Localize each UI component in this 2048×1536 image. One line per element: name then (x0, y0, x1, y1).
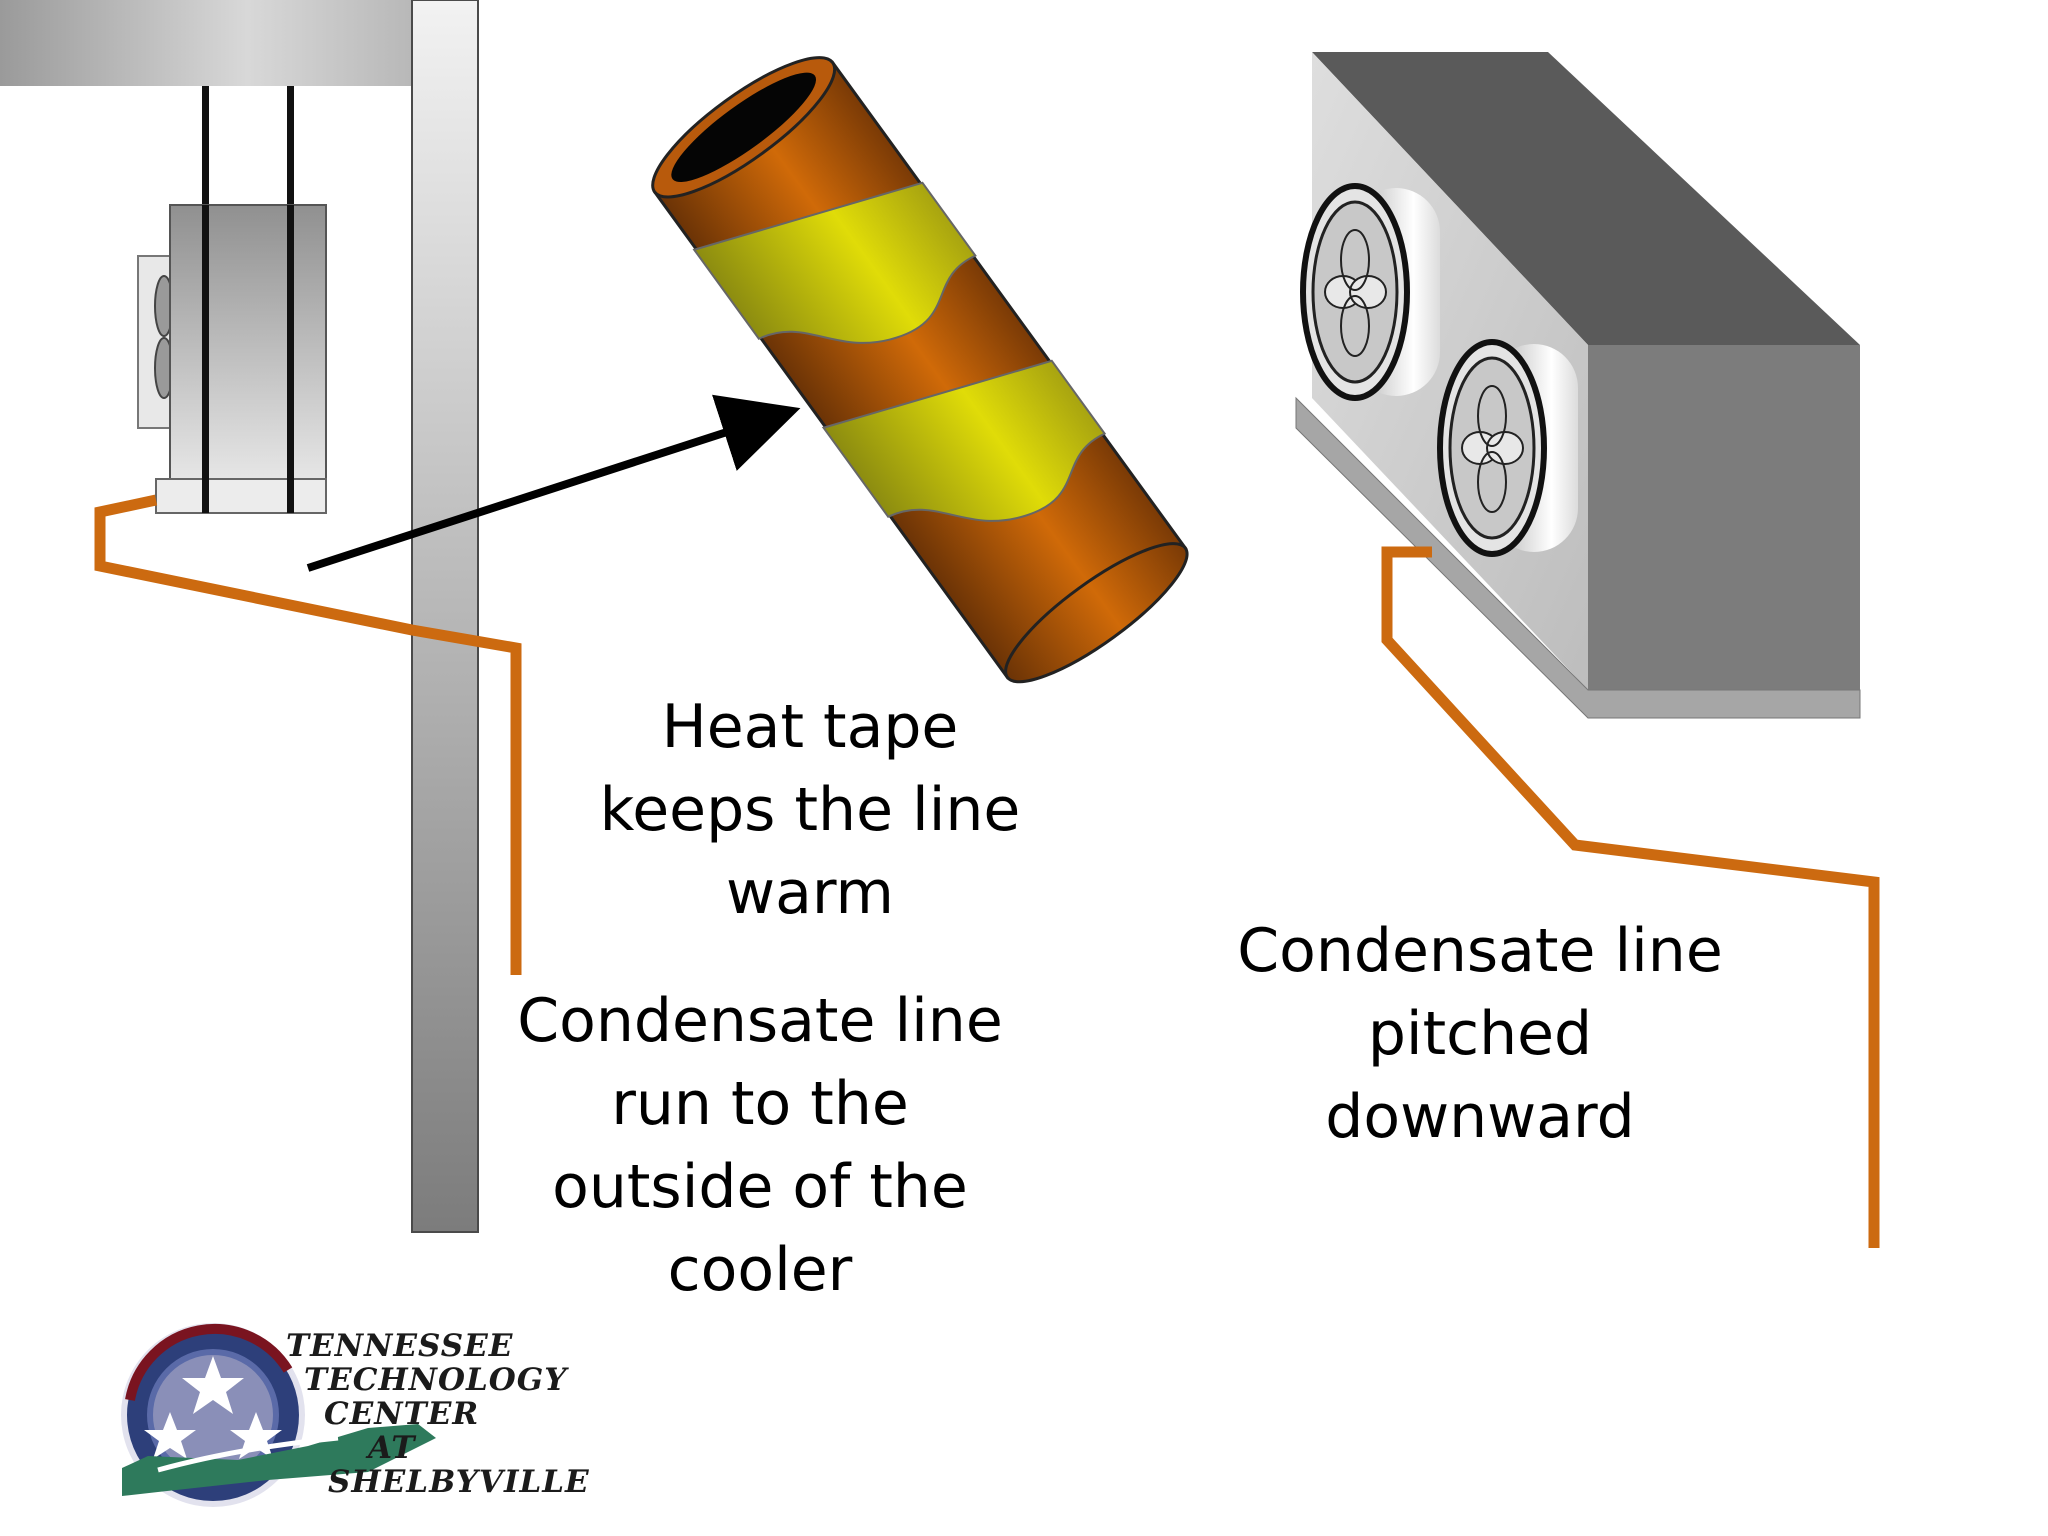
caption-line: Condensate line (517, 986, 1003, 1056)
logo-emblem (121, 1323, 436, 1507)
caption-line: downward (1325, 1082, 1635, 1152)
caption-line: pitched (1367, 999, 1593, 1069)
ceiling-beam (0, 0, 412, 86)
condensate-outside-caption: Condensate line run to the outside of th… (480, 980, 1040, 1312)
logo-line: SHELBYVILLE (328, 1464, 590, 1500)
logo-line: AT (368, 1430, 416, 1466)
star-icon (182, 1356, 244, 1414)
caption-line: run to the (611, 1069, 909, 1139)
hanger-rod-right (287, 205, 294, 513)
unit-top (1312, 52, 1860, 345)
fan-blade-icon (1477, 451, 1507, 513)
unit-side-face (1588, 345, 1860, 690)
fan-blade-icon (1340, 295, 1370, 357)
caption-line: keeps the line (599, 775, 1021, 845)
heat-tape-caption: Heat tape keeps the line warm (560, 686, 1060, 935)
logo-line: CENTER (324, 1396, 480, 1432)
caption-line: warm (726, 858, 894, 928)
caption-line: Condensate line (1237, 916, 1723, 986)
logo-line: TECHNOLOGY (304, 1362, 568, 1398)
fan-blade-icon (1349, 275, 1387, 309)
logo-line: TENNESSEE (286, 1328, 514, 1364)
fan-blade-icon (1486, 431, 1524, 465)
heat-tape-wrap-lower (821, 359, 1107, 522)
condensate-line-right (1381, 546, 1880, 1248)
star-icon (144, 1412, 196, 1459)
caption-line: cooler (667, 1235, 853, 1305)
copper-pipe-bore (671, 72, 817, 182)
tennessee-technology-center-logo: TENNESSEE TECHNOLOGY CENTER AT SHELBYVIL… (118, 1320, 590, 1510)
pointer-arrow (306, 394, 801, 572)
fan-blade-icon (1340, 229, 1370, 291)
walk-in-cooler-section (0, 0, 522, 1233)
caption-line: Heat tape (661, 692, 959, 762)
condensate-pitched-caption: Condensate line pitched downward (1210, 910, 1750, 1159)
fan-blade-icon (1477, 385, 1507, 447)
state-map-icon (122, 1424, 436, 1496)
cooler-wall (411, 0, 479, 1233)
hanger-rod-left (202, 205, 209, 513)
copper-pipe-bottom-end (1004, 542, 1189, 684)
condenser-fan-upper (1300, 183, 1440, 401)
condensate-line-left (94, 494, 522, 975)
condensing-unit (1295, 52, 1880, 1248)
caption-line: outside of the (552, 1152, 968, 1222)
evaporator-drain-pan (155, 478, 327, 514)
unit-base-rail (1295, 396, 1861, 719)
condenser-fan-lower (1437, 339, 1578, 557)
heat-tape-wrap-upper (692, 181, 977, 344)
evaporator-unit (169, 204, 327, 480)
copper-pipe-with-heat-tape (651, 56, 1189, 684)
